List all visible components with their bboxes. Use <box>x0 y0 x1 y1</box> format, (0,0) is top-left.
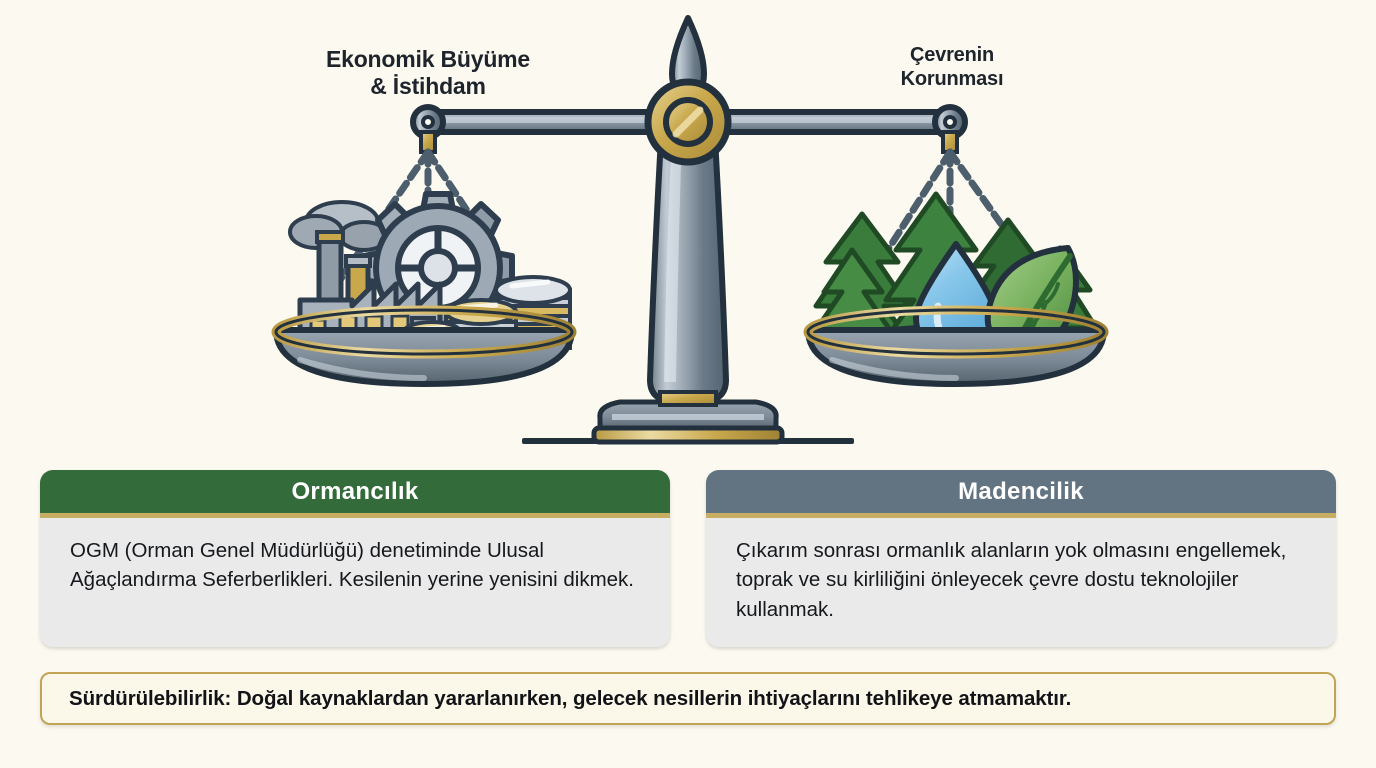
beam-left-pivot <box>410 104 446 154</box>
card-forestry-header: Ormancılık <box>40 470 670 518</box>
scale-base <box>522 15 854 445</box>
sustainability-banner: Sürdürülebilirlik: Doğal kaynaklardan ya… <box>40 672 1336 725</box>
right-pan-environment <box>803 191 1109 387</box>
scale-beam <box>410 78 968 166</box>
sustainability-banner-text: Sürdürülebilirlik: Doğal kaynaklardan ya… <box>69 686 1072 710</box>
card-mining-body: Çıkarım sonrası ormanlık alanların yok o… <box>736 539 1287 621</box>
card-mining-header: Madencilik <box>706 470 1336 518</box>
comparison-cards: Ormancılık OGM (Orman Genel Müdürlüğü) d… <box>40 470 1336 647</box>
scale-pivot-hub <box>644 78 732 166</box>
label-economy: Ekonomik Büyüme & İstihdam <box>325 46 531 100</box>
beam-right-pivot <box>932 104 968 154</box>
left-pan-economy <box>271 191 577 387</box>
label-environment: Çevrenin Korunması <box>900 44 1004 90</box>
card-forestry: Ormancılık OGM (Orman Genel Müdürlüğü) d… <box>40 470 670 647</box>
card-mining: Madencilik Çıkarım sonrası ormanlık alan… <box>706 470 1336 647</box>
balance-scale-illustration <box>271 15 1109 445</box>
card-forestry-body: OGM (Orman Genel Müdürlüğü) denetiminde … <box>70 539 635 592</box>
